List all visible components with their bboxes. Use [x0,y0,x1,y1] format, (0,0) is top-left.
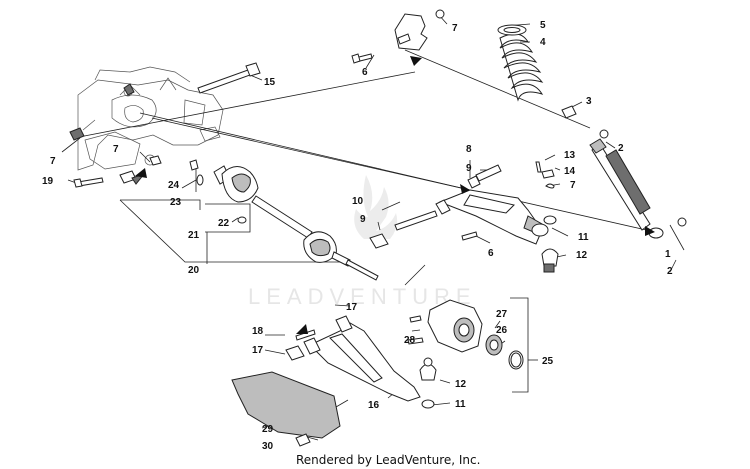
callout-3: 3 [586,96,592,107]
callout-7d: 7 [570,180,576,191]
callout-2b: 2 [667,266,673,277]
upper-a-arm-icon [435,189,549,245]
skid-plate-icon [231,371,341,447]
callout-12b: 12 [455,379,467,390]
callout-1: 1 [665,249,671,260]
callout-14: 14 [564,166,576,177]
callout-24: 24 [168,180,180,191]
callout-7a: 7 [452,23,458,34]
callout-6b: 6 [488,248,494,259]
callout-16: 16 [368,400,380,411]
callout-8: 8 [466,144,472,155]
callout-21: 21 [188,230,200,241]
callout-11a: 11 [578,232,589,243]
callout-23: 23 [170,197,182,208]
callout-27: 27 [496,309,508,320]
callout-5: 5 [540,20,546,31]
callout-6a: 6 [362,67,368,78]
drive-axle-icon [213,165,379,281]
callout-18: 18 [252,326,264,337]
shock-collar-icon [561,105,577,119]
lower-a-arm-icon [285,315,421,402]
callout-11b: 11 [455,399,466,410]
shock-absorber-icon [589,129,687,239]
callout-10: 10 [352,196,364,207]
callout-20: 20 [188,265,200,276]
watermark-text: LEADVENTURE [248,284,477,309]
callout-labels: 1 2 2 3 4 5 6 6 7 7 7 7 8 9 9 10 11 11 1… [42,20,673,452]
steering-knuckle-icon [407,299,483,353]
long-bolt-icon [197,62,261,94]
callout-2a: 2 [618,143,624,154]
callout-17a: 17 [346,302,358,313]
callout-25: 25 [542,356,554,367]
leader-lines [61,13,685,441]
shock-mount-bracket-icon [351,9,445,64]
callout-15: 15 [264,77,276,88]
callout-26: 26 [496,325,508,336]
callout-17b: 17 [252,345,264,356]
lower-ball-joint-icon [419,357,437,409]
bearing-icon [485,334,524,370]
callout-9a: 9 [466,163,472,174]
callout-28: 28 [404,335,416,346]
callout-9b: 9 [360,214,366,225]
callout-22: 22 [218,218,230,229]
callout-19: 19 [42,176,54,187]
callout-30: 30 [262,441,274,452]
callout-7c: 7 [113,144,119,155]
bushing-sleeve-icon [369,164,502,249]
callout-29: 29 [262,424,274,435]
ball-joint-icon [541,248,559,273]
callout-7b: 7 [50,156,56,167]
direction-arrow-icons [135,56,655,334]
callout-12a: 12 [576,250,588,261]
callout-13: 13 [564,150,576,161]
callout-4: 4 [540,37,546,48]
coil-spring-icon [497,24,544,102]
footer-credit: Rendered by LeadVenture, Inc. [296,453,480,467]
frame-sketch-icon [77,66,224,171]
cotter-pin-icon [535,161,557,225]
watermark-logo: LEADVENTURE [248,175,477,309]
